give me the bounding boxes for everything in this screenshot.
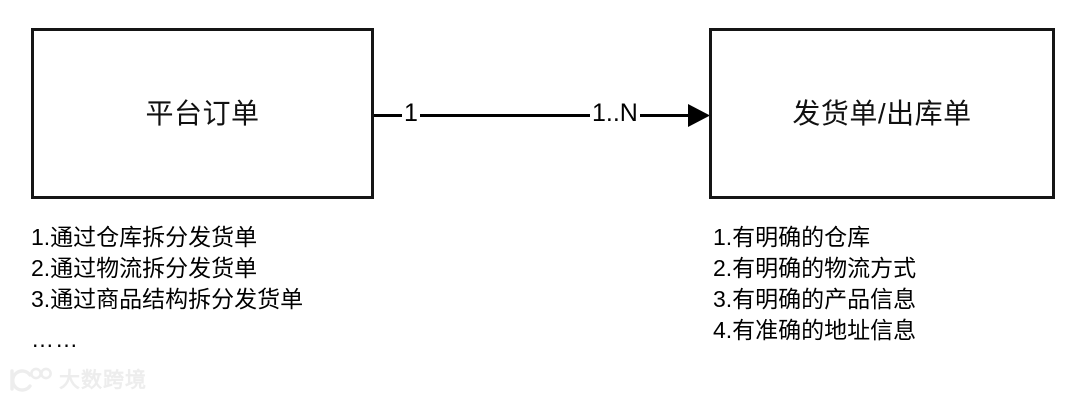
cardinality-label-target: 1..N (590, 99, 640, 127)
note-ellipsis: …… (31, 326, 79, 352)
note-item: 3.通过商品结构拆分发货单 (31, 286, 304, 312)
arrow-right-icon (688, 104, 710, 127)
entity-box-platform-order[interactable]: 平台订单 (31, 28, 374, 199)
dashu-kuajing-logo-icon (10, 367, 52, 392)
note-item: 4.有准确的地址信息 (713, 317, 917, 343)
note-item: 1.通过仓库拆分发货单 (31, 224, 258, 250)
notes-list-shipment-order: 1.有明确的仓库 2.有明确的物流方式 3.有明确的产品信息 4.有准确的地址信… (713, 222, 916, 346)
note-item: 3.有明确的产品信息 (713, 286, 917, 312)
note-item: 2.有明确的物流方式 (713, 255, 917, 281)
watermark: 大数跨境 (6, 364, 216, 396)
relationship-line-svg (374, 104, 710, 127)
note-item: 2.通过物流拆分发货单 (31, 255, 258, 281)
relationship-connector: 1 1..N (374, 99, 710, 133)
watermark-text: 大数跨境 (59, 368, 147, 392)
entity-box-shipment-order[interactable]: 发货单/出库单 (709, 28, 1055, 199)
note-item: 1.有明确的仓库 (713, 224, 871, 250)
notes-list-platform-order: 1.通过仓库拆分发货单 2.通过物流拆分发货单 3.通过商品结构拆分发货单 …… (31, 222, 303, 355)
entity-title-platform-order: 平台订单 (145, 97, 260, 129)
entity-title-shipment-order: 发货单/出库单 (792, 97, 972, 129)
cardinality-label-source: 1 (402, 99, 420, 127)
